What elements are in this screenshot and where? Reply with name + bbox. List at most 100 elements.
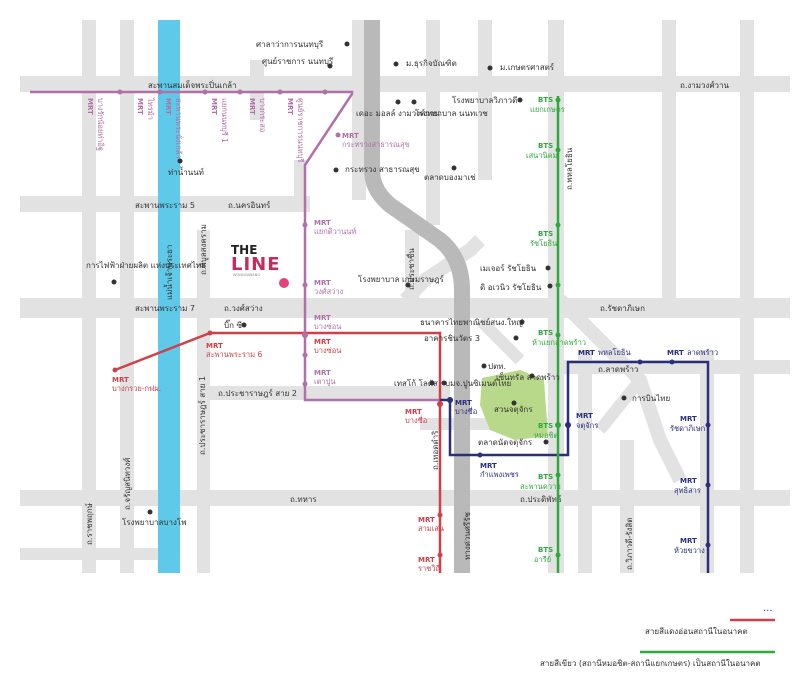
svg-text:บางซื่อ: บางซื่อ	[455, 406, 477, 416]
svg-text:เทสโก้ โลตัส: เทสโก้ โลตัส	[394, 378, 438, 388]
svg-text:โรงพยาบาลวิภาวดี: โรงพยาบาลวิภาวดี	[452, 95, 517, 105]
svg-text:ถ.วงศ์สว่าง: ถ.วงศ์สว่าง	[224, 303, 263, 313]
svg-text:โรงพยาบาลบางโพ: โรงพยาบาลบางโพ	[122, 517, 186, 527]
svg-text:MRT: MRT	[206, 342, 223, 350]
svg-text:MRT: MRT	[418, 516, 435, 524]
svg-text:อาคารชินวัตร 3: อาคารชินวัตร 3	[424, 334, 480, 343]
svg-text:ห้วยขวาง: ห้วยขวาง	[674, 546, 705, 555]
svg-text:วงศ์สว่าง: วงศ์สว่าง	[314, 287, 344, 296]
chao-phraya-river	[158, 20, 180, 573]
svg-text:กระทรวงสาธารณสุข: กระทรวงสาธารณสุข	[342, 140, 410, 149]
svg-text:บางซ่อน: บางซ่อน	[314, 322, 341, 331]
svg-text:สะพานสมเด็จพระปิ่นเกล้า: สะพานสมเด็จพระปิ่นเกล้า	[148, 79, 237, 90]
svg-text:ถ.ประชาชื่น: ถ.ประชาชื่น	[405, 248, 416, 290]
svg-text:ถ.ประชาราษฎร์ สาย 1: ถ.ประชาราษฎร์ สาย 1	[197, 376, 207, 455]
svg-text:MRT: MRT	[342, 132, 359, 140]
svg-text:พหลโยธิน: พหลโยธิน	[598, 348, 631, 357]
svg-text:สวนจตุจักร: สวนจตุจักร	[494, 405, 533, 414]
svg-text:เดอะ มอลล์ งามวงศ์วาน: เดอะ มอลล์ งามวงศ์วาน	[356, 108, 440, 118]
svg-text:BTS: BTS	[538, 546, 553, 554]
svg-text:สายสีเขียว (สถานีหมอชิต-สถานีแ: สายสีเขียว (สถานีหมอชิต-สถานีแยกเกษตร) เ…	[540, 658, 761, 668]
svg-text:BTS: BTS	[538, 230, 553, 238]
purple-stations-top	[117, 89, 341, 387]
svg-text:บางกรวย-กฟผ.: บางกรวย-กฟผ.	[112, 384, 161, 393]
svg-text:ถ.ทหาร: ถ.ทหาร	[290, 495, 317, 504]
expressway	[364, 20, 470, 573]
svg-text:จตุจักร: จตุจักร	[576, 421, 598, 430]
svg-text:ถ.รัชดาภิเษก: ถ.รัชดาภิเษก	[600, 304, 645, 313]
svg-text:ถ.พิบูลสงคราม: ถ.พิบูลสงคราม	[199, 224, 209, 275]
svg-text:เซ็นทรัล ลาดพร้าว: เซ็นทรัล ลาดพร้าว	[496, 372, 560, 382]
svg-text:MRT: MRT	[418, 556, 435, 564]
svg-text:สะพานพระราม 6: สะพานพระราม 6	[206, 350, 262, 359]
svg-text:การบินไทย: การบินไทย	[632, 394, 670, 403]
svg-text:ศาลาว่าการนนทบุรี: ศาลาว่าการนนทบุรี	[256, 40, 324, 49]
red-stations	[112, 330, 443, 558]
svg-text:ท่าน้ำนนท์: ท่าน้ำนนท์	[168, 166, 204, 177]
svg-text:หมอชิต: หมอชิต	[534, 431, 558, 440]
road-labels: สะพานสมเด็จพระปิ่นเกล้า ถ.งามวงศ์วาน ถ.น…	[84, 79, 730, 570]
svg-text:BTS: BTS	[538, 422, 553, 430]
svg-text:ปตท.: ปตท.	[488, 362, 506, 371]
svg-text:บิ๊ก ซี: บิ๊ก ซี	[224, 319, 242, 330]
svg-text:BTS: BTS	[538, 473, 553, 481]
svg-text:MRT: MRT	[164, 98, 172, 115]
green-stations	[555, 97, 561, 558]
svg-text:BTS: BTS	[538, 142, 553, 150]
purple-station-labels: MRT บางรักน้อยท่าอิฐ MRT ไทรม้า MRT สะพา…	[86, 97, 410, 386]
svg-text:ศูนย์ราชการนนทบุรี: ศูนย์ราชการนนทบุรี	[296, 98, 305, 162]
svg-text:MRT: MRT	[286, 98, 294, 115]
svg-text:สามเสน: สามเสน	[418, 524, 444, 533]
svg-text:MRT: MRT	[455, 399, 472, 407]
svg-text:ถ.ประชาราษฎร์ สาย 2: ถ.ประชาราษฎร์ สาย 2	[218, 388, 297, 398]
svg-text:...: ...	[763, 603, 773, 614]
svg-text:BTS: BTS	[538, 96, 553, 104]
svg-text:ไทรม้า: ไทรม้า	[146, 97, 155, 120]
svg-text:MRT: MRT	[480, 462, 497, 470]
legend: ... สายสีแดงอ่อนสถานีในอนาคต สายสีเขียว …	[540, 603, 775, 668]
svg-text:ถ.งามวงศ์วาน: ถ.งามวงศ์วาน	[680, 80, 730, 90]
project-location-marker	[279, 278, 289, 288]
svg-text:กำแพงเพชร: กำแพงเพชร	[480, 470, 519, 479]
svg-text:ธนาคารไทยพาณิชย์สนง.ใหญ่: ธนาคารไทยพาณิชย์สนง.ใหญ่	[420, 317, 523, 327]
svg-text:ถ.นครอินทร์: ถ.นครอินทร์	[228, 200, 271, 210]
svg-text:MRT: MRT	[314, 314, 331, 322]
svg-text:MRT: MRT	[136, 98, 144, 115]
svg-text:MRT: MRT	[578, 349, 595, 357]
poi-labels: ศาลาว่าการนนทบุรี ศูนย์ราชการ นนทบุรี ม.…	[86, 40, 670, 527]
svg-text:ถ.วิภาวดี-รังสิต: ถ.วิภาวดี-รังสิต	[625, 518, 634, 571]
svg-text:MRT: MRT	[248, 98, 256, 115]
svg-text:MRT: MRT	[314, 219, 331, 227]
svg-text:บมจ.ปูนซิเมนต์ไทย: บมจ.ปูนซิเมนต์ไทย	[445, 378, 511, 389]
svg-text:MRT: MRT	[667, 349, 684, 357]
svg-text:MRT: MRT	[680, 415, 697, 423]
svg-text:MRT: MRT	[210, 98, 218, 115]
svg-text:บางซื่อ: บางซื่อ	[405, 415, 427, 425]
blue-station-labels: MRT บางซื่อ MRT กำแพงเพชร MRT จตุจักร MR…	[455, 348, 718, 555]
svg-text:สะพานพระราม 7: สะพานพระราม 7	[135, 304, 195, 313]
svg-text:โรงพยาบาล นนทเวช: โรงพยาบาล นนทเวช	[415, 108, 488, 118]
svg-text:ถ.ลาดพร้าว: ถ.ลาดพร้าว	[598, 365, 639, 374]
svg-text:สะพานพระราม 5: สะพานพระราม 5	[135, 201, 195, 210]
svg-text:MRT: MRT	[405, 408, 422, 416]
svg-text:ศูนย์ราชการ นนทบุรี: ศูนย์ราชการ นนทบุรี	[262, 56, 334, 67]
svg-text:MRT: MRT	[680, 477, 697, 485]
purple-line	[30, 90, 440, 402]
svg-text:รัชโยธิน: รัชโยธิน	[530, 239, 557, 248]
svg-text:MRT: MRT	[86, 98, 94, 115]
svg-text:MRT: MRT	[314, 279, 331, 287]
svg-text:เสนานิคม: เสนานิคม	[526, 151, 558, 160]
svg-text:MRT: MRT	[314, 338, 331, 346]
svg-text:MRT: MRT	[112, 376, 129, 384]
svg-text:MRT: MRT	[680, 537, 697, 545]
svg-text:แยกนนทบุรี 1: แยกนนทบุรี 1	[220, 98, 229, 143]
svg-text:ถ.เทอดดำริ: ถ.เทอดดำริ	[431, 430, 440, 470]
river-label: แม่น้ำเจ้าพระยา	[163, 245, 174, 300]
svg-text:ดิ อเวนิว รัชโยธิน: ดิ อเวนิว รัชโยธิน	[480, 282, 542, 292]
svg-text:บางซ่อน: บางซ่อน	[314, 346, 341, 355]
svg-text:MRT: MRT	[314, 369, 331, 377]
red-line	[114, 331, 442, 573]
svg-text:ถ.ประดิพัทธ์: ถ.ประดิพัทธ์	[520, 494, 562, 504]
svg-text:ถ.จรัญสนิทวงศ์: ถ.จรัญสนิทวงศ์	[122, 458, 132, 510]
